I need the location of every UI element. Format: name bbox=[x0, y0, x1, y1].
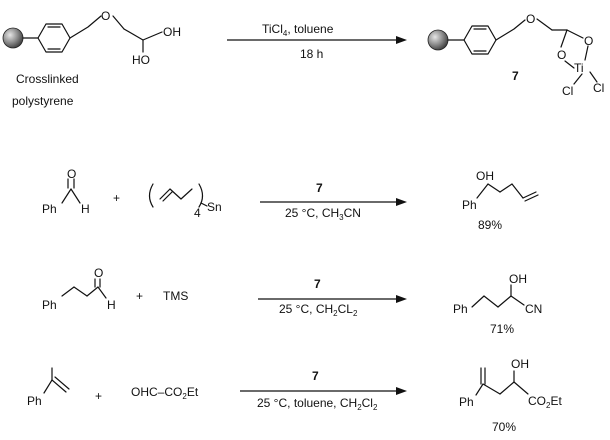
aldehyde-hydrogen-label: H bbox=[107, 298, 116, 312]
phenyl-label: Ph bbox=[462, 198, 477, 212]
titanium-label: Ti bbox=[574, 61, 584, 75]
phenyl-label: Ph bbox=[42, 202, 57, 216]
polymer-bound-diol: O HO OH Crosslinked polystyrene bbox=[2, 9, 181, 108]
ethyl-glyoxylate: OHC–CO2Et bbox=[131, 385, 199, 401]
reaction-arrow-4: 7 25 °C, toluene, CH2Cl2 bbox=[240, 369, 407, 412]
benzene-ring bbox=[463, 25, 497, 55]
support-label-line1: Crosslinked bbox=[16, 72, 79, 86]
compound-number-7: 7 bbox=[512, 69, 519, 83]
polystyrene-bead-icon bbox=[427, 29, 449, 51]
arrow-2-conditions: 25 °C, CH3CN bbox=[285, 206, 361, 222]
reaction-arrow-3: 7 25 °C, CH2CL2 bbox=[258, 277, 407, 318]
chloride-label: Cl bbox=[562, 84, 573, 98]
hydroxyl-label: OH bbox=[476, 169, 494, 183]
secondary-hydroxyl-label: HO bbox=[132, 53, 150, 67]
homoallylic-alcohol-product: OH Ph 89% bbox=[462, 169, 539, 232]
ene-product: OH Ph CO2Et 70% bbox=[459, 357, 562, 434]
arrow-1-time: 18 h bbox=[300, 47, 323, 61]
chloride-label: Cl bbox=[593, 81, 604, 95]
phenyl-label: Ph bbox=[27, 394, 42, 408]
titanium-complex-7: O O O Ti Cl Cl 7 bbox=[427, 12, 604, 98]
nitrile-label: CN bbox=[525, 302, 542, 316]
primary-hydroxyl-label: OH bbox=[163, 25, 181, 39]
benzaldehyde: O Ph H bbox=[42, 167, 90, 216]
reaction-arrow-2: 7 25 °C, CH3CN bbox=[260, 181, 407, 222]
ether-oxygen-label: O bbox=[101, 9, 110, 23]
alpha-methylstyrene: Ph bbox=[27, 367, 70, 408]
yield-label: 70% bbox=[492, 420, 516, 434]
aldehyde-oxygen-label: O bbox=[67, 167, 76, 181]
subscript-4-label: 4 bbox=[194, 206, 201, 220]
phenyl-label: Ph bbox=[453, 302, 468, 316]
hydroxyl-label: OH bbox=[509, 272, 527, 286]
tetraallyltin: 4 Sn bbox=[148, 183, 222, 220]
arrow-3-catalyst: 7 bbox=[314, 277, 321, 291]
arrow-2-catalyst: 7 bbox=[316, 181, 323, 195]
yield-label: 89% bbox=[478, 218, 502, 232]
phenyl-label: Ph bbox=[459, 395, 474, 409]
aldehyde-hydrogen-label: H bbox=[81, 202, 90, 216]
plus-sign: + bbox=[136, 289, 143, 303]
reaction-arrow-1: TiCl4, toluene 18 h bbox=[227, 22, 407, 61]
ring-oxygen-label: O bbox=[557, 48, 566, 62]
arrow-4-catalyst: 7 bbox=[312, 369, 319, 383]
benzene-ring bbox=[37, 23, 71, 53]
polystyrene-bead-icon bbox=[2, 27, 24, 49]
plus-sign: + bbox=[95, 389, 102, 403]
tin-label: Sn bbox=[207, 200, 222, 214]
arrow-3-conditions: 25 °C, CH2CL2 bbox=[279, 302, 358, 318]
ether-oxygen-label: O bbox=[526, 12, 535, 26]
ring-oxygen-label: O bbox=[584, 34, 593, 48]
hydrocinnamaldehyde: O Ph H bbox=[42, 266, 116, 312]
cyanohydrin-product: OH Ph CN 71% bbox=[453, 272, 542, 336]
hydroxyl-label: OH bbox=[511, 357, 529, 371]
tms-reagent: TMS bbox=[163, 289, 188, 303]
ester-label: CO2Et bbox=[528, 394, 562, 410]
arrow-1-reagent: TiCl4, toluene bbox=[262, 22, 334, 38]
arrow-4-conditions: 25 °C, toluene, CH2Cl2 bbox=[257, 396, 378, 412]
aldehyde-oxygen-label: O bbox=[94, 266, 103, 280]
yield-label: 71% bbox=[490, 322, 514, 336]
phenyl-label: Ph bbox=[42, 298, 57, 312]
plus-sign: + bbox=[113, 191, 120, 205]
support-label-line2: polystyrene bbox=[12, 94, 74, 108]
